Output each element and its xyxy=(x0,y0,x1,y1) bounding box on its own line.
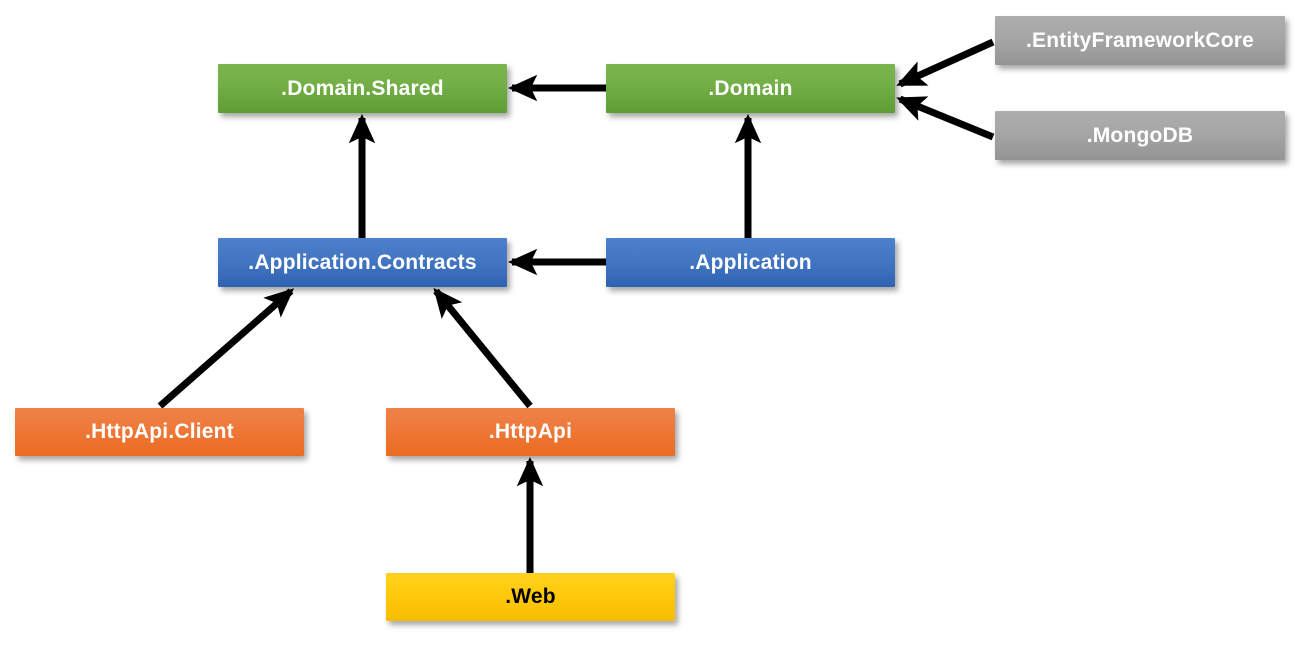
module-node-label: .MongoDB xyxy=(1086,123,1194,147)
module-node-mongodb[interactable]: .MongoDB xyxy=(995,111,1285,160)
module-node-label: .Web xyxy=(505,585,556,608)
module-node-httpapi[interactable]: .HttpApi xyxy=(386,408,675,456)
module-node-domain-shared[interactable]: .Domain.Shared xyxy=(218,64,507,113)
module-node-label: .HttpApi xyxy=(488,420,573,443)
dependency-arrow-mongodb-to-domain xyxy=(896,95,995,141)
module-node-label: .Domain xyxy=(708,76,793,100)
module-node-label: .Domain.Shared xyxy=(281,76,444,100)
dependency-arrow-httpapi-client-to-app-contracts xyxy=(157,288,295,409)
module-node-httpapi-client[interactable]: .HttpApi.Client xyxy=(15,408,304,456)
module-node-label: .Application xyxy=(689,250,812,274)
module-node-efcore[interactable]: .EntityFrameworkCore xyxy=(995,16,1285,65)
module-node-label: .Application.Contracts xyxy=(248,250,477,274)
module-node-label: .EntityFrameworkCore xyxy=(1025,28,1255,52)
module-node-label: .HttpApi.Client xyxy=(85,420,234,443)
module-node-app-contracts[interactable]: .Application.Contracts xyxy=(218,238,507,287)
module-node-application[interactable]: .Application xyxy=(606,238,895,287)
dependency-arrow-efcore-to-domain xyxy=(896,38,995,88)
dependency-arrow-httpapi-to-app-contracts xyxy=(433,287,533,409)
module-node-web[interactable]: .Web xyxy=(386,573,675,621)
module-node-domain[interactable]: .Domain xyxy=(606,64,895,113)
